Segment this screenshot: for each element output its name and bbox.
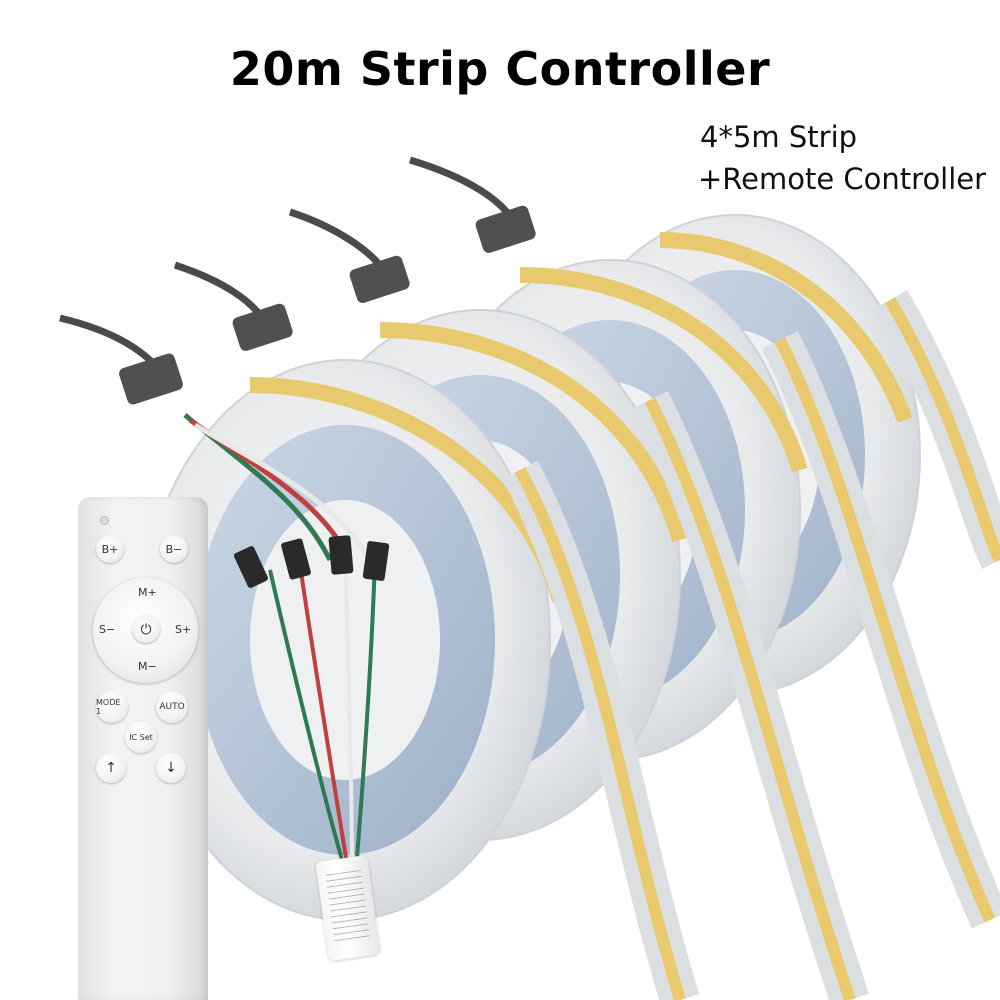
page-title: 20m Strip Controller [229, 42, 771, 96]
strip-tails [502, 289, 1000, 1000]
remote-led-indicator [100, 516, 109, 525]
power-icon: ⏻ [140, 620, 152, 637]
power-cables [59, 156, 536, 405]
subtitle-line-remote: +Remote Controller [698, 162, 987, 196]
remote-ic-set-button[interactable]: IC Set [125, 721, 157, 753]
remote-m-plus-label[interactable]: M+ [138, 586, 157, 599]
remote-dpad[interactable]: M+ M− S− S+ ⏻ [93, 578, 198, 683]
remote-power-button[interactable]: ⏻ [132, 615, 160, 643]
remote-auto-button[interactable]: AUTO [156, 691, 188, 723]
product-subtitle: 4*5m Strip +Remote Controller [698, 116, 987, 200]
remote-s-plus-label[interactable]: S+ [175, 623, 192, 636]
subtitle-line-strip: 4*5m Strip [700, 120, 858, 154]
remote-b-plus-button[interactable]: B+ [96, 535, 124, 563]
remote-mode-button[interactable]: MODE 1 [96, 691, 128, 723]
module-label-print [325, 869, 371, 945]
reel-1 [139, 359, 568, 921]
remote-controller: B+ B− M+ M− S− S+ ⏻ MODE 1 AUTO IC Set ↑… [78, 497, 208, 1000]
remote-b-minus-button[interactable]: B− [160, 535, 188, 563]
remote-m-minus-label[interactable]: M− [138, 660, 157, 673]
remote-up-button[interactable]: ↑ [96, 753, 126, 783]
remote-s-minus-label[interactable]: S− [99, 623, 116, 636]
remote-down-button[interactable]: ↓ [156, 753, 186, 783]
rgb-wires [183, 413, 390, 871]
